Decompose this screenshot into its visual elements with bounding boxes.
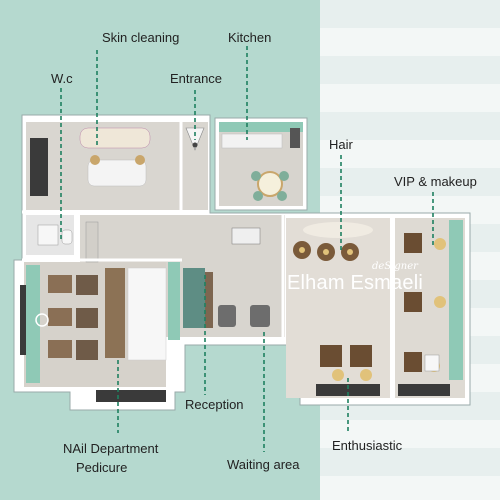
hair-furniture [293,222,373,381]
label-hair: Hair [329,137,353,152]
label-reception: Reception [185,397,244,412]
label-enthusiastic: Enthusiastic [332,438,403,453]
leader-lines [60,46,434,452]
designer-name: Elham Esmaeli [287,272,423,294]
partitions [22,118,395,400]
label-pedicure: Pedicure [76,460,128,475]
designer-subtitle: deSigner [372,261,418,272]
wc-fixtures [37,221,99,263]
accent-walls [26,122,463,383]
label-wc: W.c [51,71,73,86]
label-kitchen: Kitchen [228,30,272,45]
label-skin-cleaning: Skin cleaning [102,30,180,45]
label-vip-makeup: VIP & makeup [394,174,477,189]
reception-furniture [183,268,270,328]
kitchen-furniture [221,128,300,201]
label-waiting-area: Waiting area [227,457,300,472]
nail-furniture [35,267,167,361]
vip-furniture [404,233,446,372]
hall-rug [231,227,261,245]
label-entrance: Entrance [170,71,223,86]
label-nail-department: NAil Department [63,441,159,456]
windows [20,138,450,402]
